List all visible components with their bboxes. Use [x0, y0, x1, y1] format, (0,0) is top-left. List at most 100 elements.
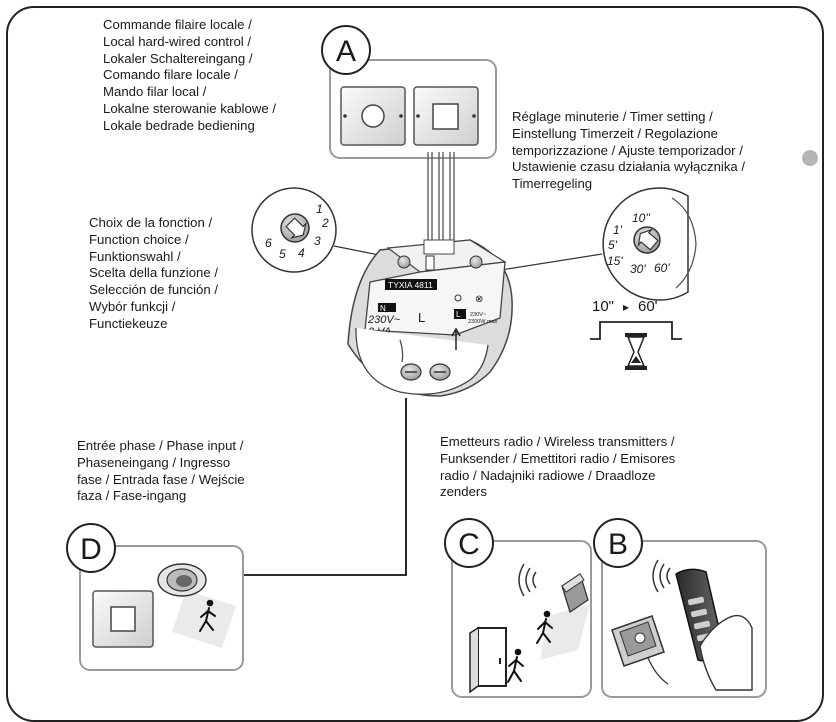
timer-min-label: 10"	[592, 298, 614, 315]
motion-sensor-icon	[157, 563, 207, 597]
panel-a: A	[321, 25, 497, 250]
wire-icon	[399, 339, 404, 363]
label-line: Funksender / Emettitori radio / Emisores	[440, 450, 676, 466]
hand-icon	[699, 614, 753, 691]
timer-value: 10''	[632, 211, 651, 225]
module-timer-knob	[469, 255, 483, 269]
badge-b	[593, 518, 643, 568]
terminal-zoom-bubble	[355, 327, 489, 395]
label-line: Commande filaire locale /	[103, 17, 252, 32]
push-button-knob	[361, 104, 385, 128]
label-line: Comando filare locale /	[103, 67, 238, 83]
badge-a-letter: A	[336, 35, 356, 68]
label-line: Funktionswahl /	[89, 248, 181, 264]
selector-arrow-icon	[285, 217, 308, 240]
cable-icon	[647, 657, 669, 685]
wires-a	[427, 152, 455, 250]
label-line: Functiekeuze	[89, 315, 168, 331]
detection-zone	[540, 604, 590, 660]
model-label-strip	[385, 279, 437, 290]
terminal-n-label: N	[380, 304, 386, 313]
panel-c: C	[444, 518, 592, 698]
walking-person-icon	[536, 610, 553, 644]
wire-entry	[423, 239, 455, 255]
function-number: 4	[298, 246, 305, 260]
badge-d	[66, 523, 116, 573]
screw-icon	[472, 114, 476, 118]
radio-waves-icon	[518, 563, 537, 597]
screw-icon	[399, 114, 403, 118]
detection-zone	[172, 590, 236, 648]
label-line: Emetteurs radio / Wireless transmitters …	[440, 434, 675, 449]
label-line: zenders	[440, 484, 487, 500]
arrow-right-icon: ▸	[623, 300, 629, 314]
panel-b: B	[593, 518, 767, 698]
label-line: Wybór funkcji /	[89, 298, 176, 314]
label-wireless-transmitters: Emetteurs radio / Wireless transmitters …	[440, 434, 675, 501]
function-number: 5	[279, 247, 286, 261]
label-line: Réglage minuterie / Timer setting /	[512, 109, 713, 124]
walking-person-icon	[199, 599, 216, 632]
terminal-n-badge	[378, 303, 396, 312]
timer-value: 60'	[654, 261, 670, 275]
label-line: Lokalne sterowanie kablowe /	[103, 100, 277, 116]
label-line: fase / Entrada fase / Wejście	[77, 471, 245, 487]
label-line: Mando filar local /	[103, 84, 207, 100]
phase-input-wire	[215, 398, 407, 576]
model-label: TYXIA 4811	[388, 280, 433, 290]
label-line: temporizzazione / Ajuste temporizador /	[512, 142, 743, 158]
function-number: 1	[316, 202, 323, 216]
function-number: 2	[321, 216, 329, 230]
label-local-hardwired-control: Commande filaire locale / Local hard-wir…	[103, 17, 276, 135]
terminal-l-badge-text: L	[456, 310, 461, 319]
module-terminal-icon	[425, 255, 435, 271]
label-line: Timerregeling	[512, 176, 593, 192]
timer-arrow-icon	[637, 228, 659, 251]
label-line: Choix de la fonction /	[89, 215, 213, 230]
module-function-knob	[397, 255, 411, 269]
badge-b-letter: B	[608, 528, 628, 561]
terminal-l-badge	[454, 309, 466, 319]
label-phase-input: Entrée phase / Phase input / Phaseneinga…	[77, 438, 245, 505]
indicator-led	[454, 294, 462, 302]
label-line: Einstellung Timerzeit / Regolazione	[512, 125, 718, 141]
timer-value: 5'	[608, 238, 618, 252]
label-line: Local hard-wired control /	[103, 33, 252, 49]
timer-dial-zoom: 10'' 1' 5' 15' 30' 60'	[487, 187, 697, 301]
screw-icon	[343, 114, 347, 118]
badge-c-letter: C	[458, 528, 480, 561]
function-number: 6	[265, 236, 272, 250]
switch-paddle	[110, 606, 136, 632]
terminal-screw-icon	[429, 363, 451, 381]
timer-dial-edge	[671, 197, 697, 289]
panel-d: D	[66, 523, 244, 671]
pulse-graph	[590, 321, 682, 340]
label-timer-setting: Réglage minuterie / Timer setting / Eins…	[512, 109, 745, 193]
max-load-label: 2300W max	[468, 319, 498, 325]
label-line: faza / Fase-ingang	[77, 488, 187, 504]
label-line: Selección de función /	[89, 282, 219, 298]
function-number: 3	[314, 234, 321, 248]
voltage-label: 230V~	[367, 314, 401, 326]
radio-waves-icon	[652, 559, 671, 593]
wall-transmitter-icon	[611, 615, 665, 667]
door-icon	[469, 627, 507, 694]
rating-label: 230V~	[470, 312, 486, 318]
page-marker-dot	[802, 150, 818, 166]
label-line: Entrée phase / Phase input /	[77, 438, 244, 453]
wireless-motion-detector-icon	[561, 572, 589, 614]
label-line: Scelta della funzione /	[89, 265, 219, 281]
label-line: Ustawienie czasu działania wyłącznika /	[512, 159, 746, 175]
label-line: Phaseneingang / Ingresso	[77, 454, 231, 470]
timer-value: 1'	[613, 223, 623, 237]
leader-line	[487, 253, 603, 273]
label-line: Lokale bedrade bediening	[103, 117, 255, 133]
rocker-paddle	[432, 103, 459, 130]
label-function-choice: Choix de la fonction / Function choice /…	[89, 215, 218, 333]
walking-person-icon	[507, 648, 524, 683]
badge-c	[444, 518, 494, 568]
receiver-module: TYXIA 4811 N 230V~ 2 VA L ⊗ L 230V~ 2300…	[347, 239, 513, 397]
terminal-l-label: L	[418, 310, 425, 325]
label-line: Lokaler Schaltereingang /	[103, 50, 253, 66]
